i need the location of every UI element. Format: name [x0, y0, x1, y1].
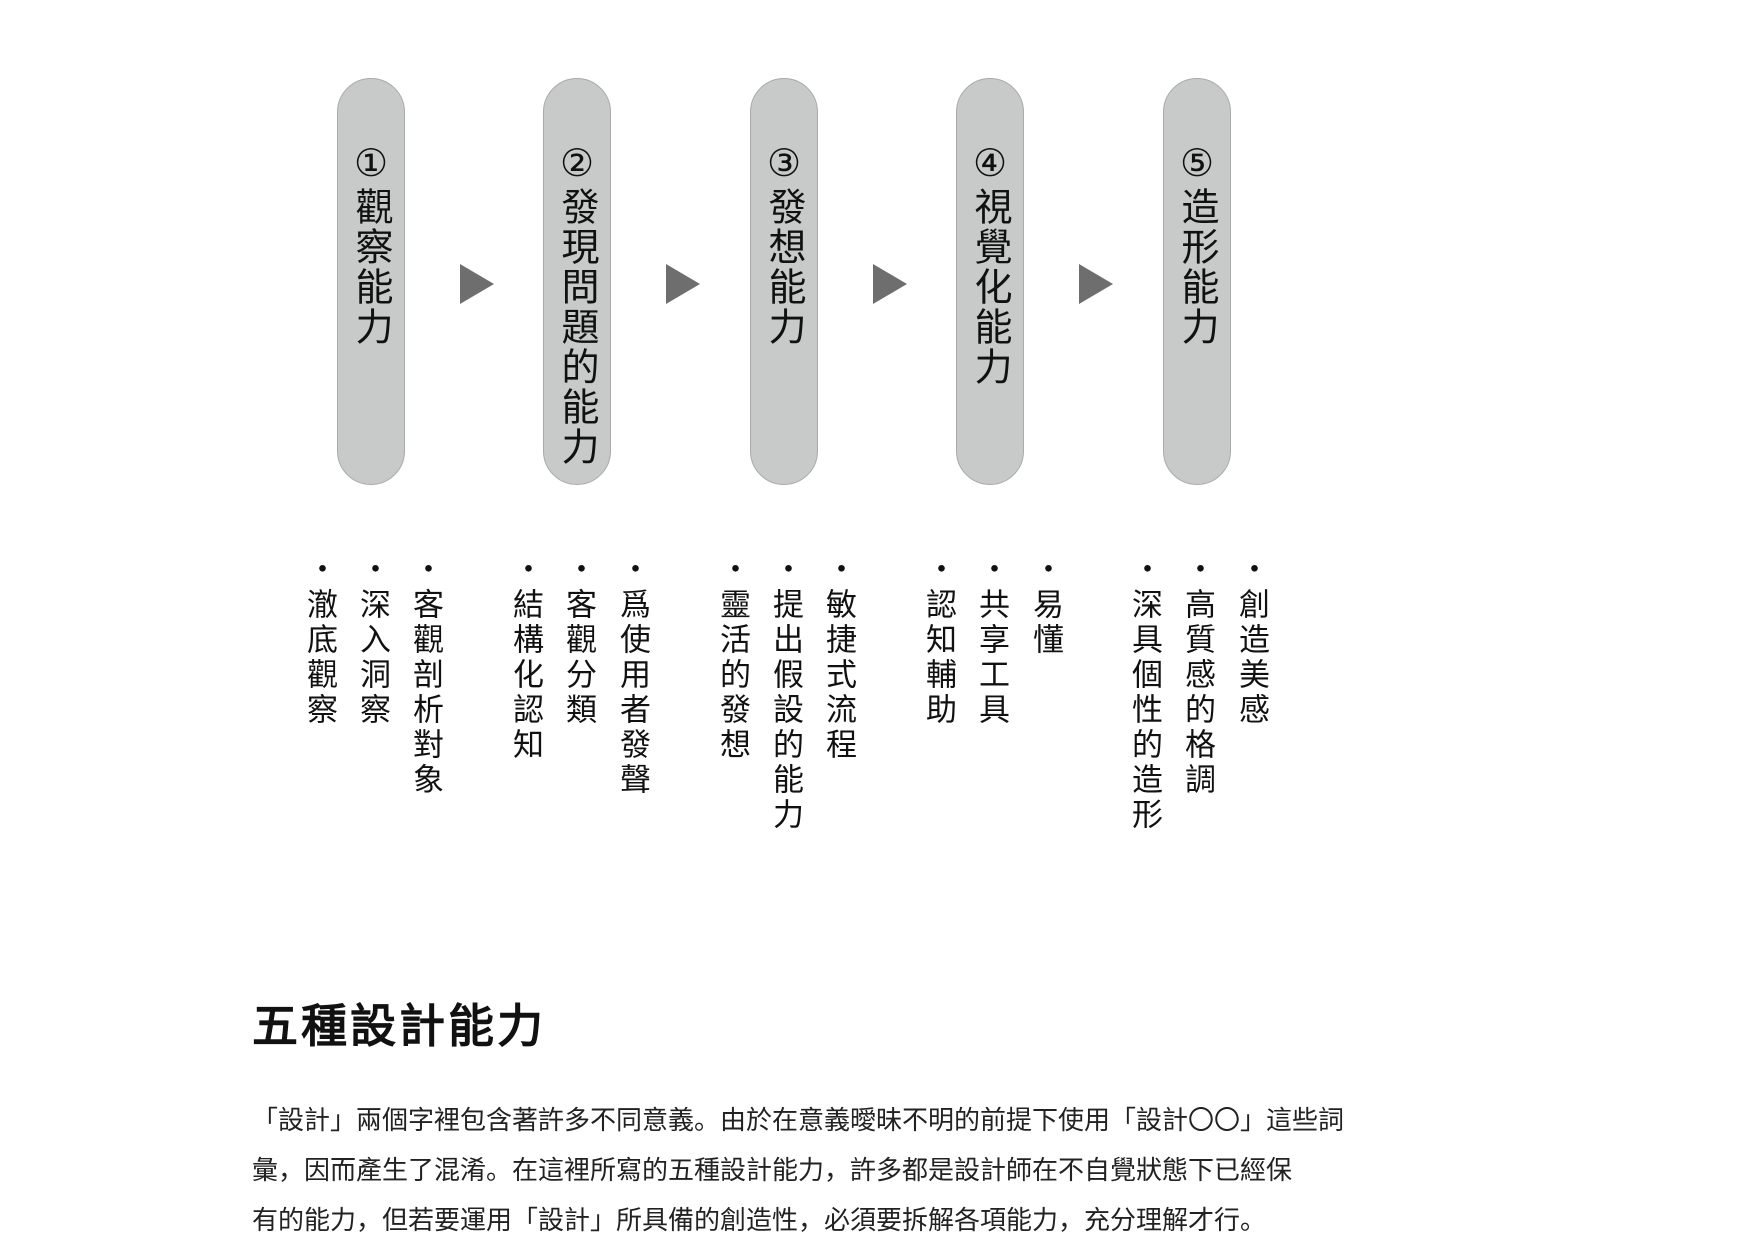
detail-item: ・客觀剖析對象 [407, 553, 443, 798]
detail-item: ・客觀分類 [560, 553, 596, 728]
arrow-right-icon [460, 264, 494, 304]
step-number: ④ [968, 141, 1012, 187]
body-paragraph: 「設計」兩個字裡包含著許多不同意義。由於在意義曖昧不明的前提下使用「設計〇〇」這… [252, 1096, 1512, 1246]
detail-item: ・結構化認知 [507, 553, 543, 763]
paragraph-line: 彙，因而產生了混淆。在這裡所寫的五種設計能力，許多都是設計師在不自覺狀態下已經保 [252, 1156, 1293, 1186]
step-number: ③ [762, 141, 806, 187]
detail-item: ・爲使用者發聲 [614, 553, 650, 798]
detail-item: ・提出假設的能力 [767, 553, 803, 833]
arrow-right-icon [1079, 264, 1113, 304]
arrow-right-icon [873, 264, 907, 304]
detail-item: ・認知輔助 [920, 553, 956, 728]
section-title: 五種設計能力 [252, 999, 546, 1053]
detail-item: ・深入洞察 [354, 553, 390, 728]
paragraph-line: 有的能力，但若要運用「設計」所具備的創造性，必須要拆解各項能力，充分理解才行。 [252, 1206, 1267, 1236]
detail-item: ・澈底觀察 [301, 553, 337, 728]
detail-item: ・創造美感 [1233, 553, 1269, 728]
step-number: ② [555, 141, 599, 187]
step-number: ① [349, 141, 393, 187]
step-number: ⑤ [1175, 141, 1219, 187]
detail-item: ・敏捷式流程 [820, 553, 856, 763]
arrow-right-icon [666, 264, 700, 304]
detail-item: ・高質感的格調 [1179, 553, 1215, 798]
paragraph-line: 「設計」兩個字裡包含著許多不同意義。由於在意義曖昧不明的前提下使用「設計〇〇」這… [252, 1106, 1345, 1136]
detail-item: ・靈活的發想 [714, 553, 750, 763]
detail-item: ・共享工具 [973, 553, 1009, 728]
detail-item: ・深具個性的造形 [1126, 553, 1162, 833]
detail-item: ・易懂 [1027, 553, 1063, 658]
